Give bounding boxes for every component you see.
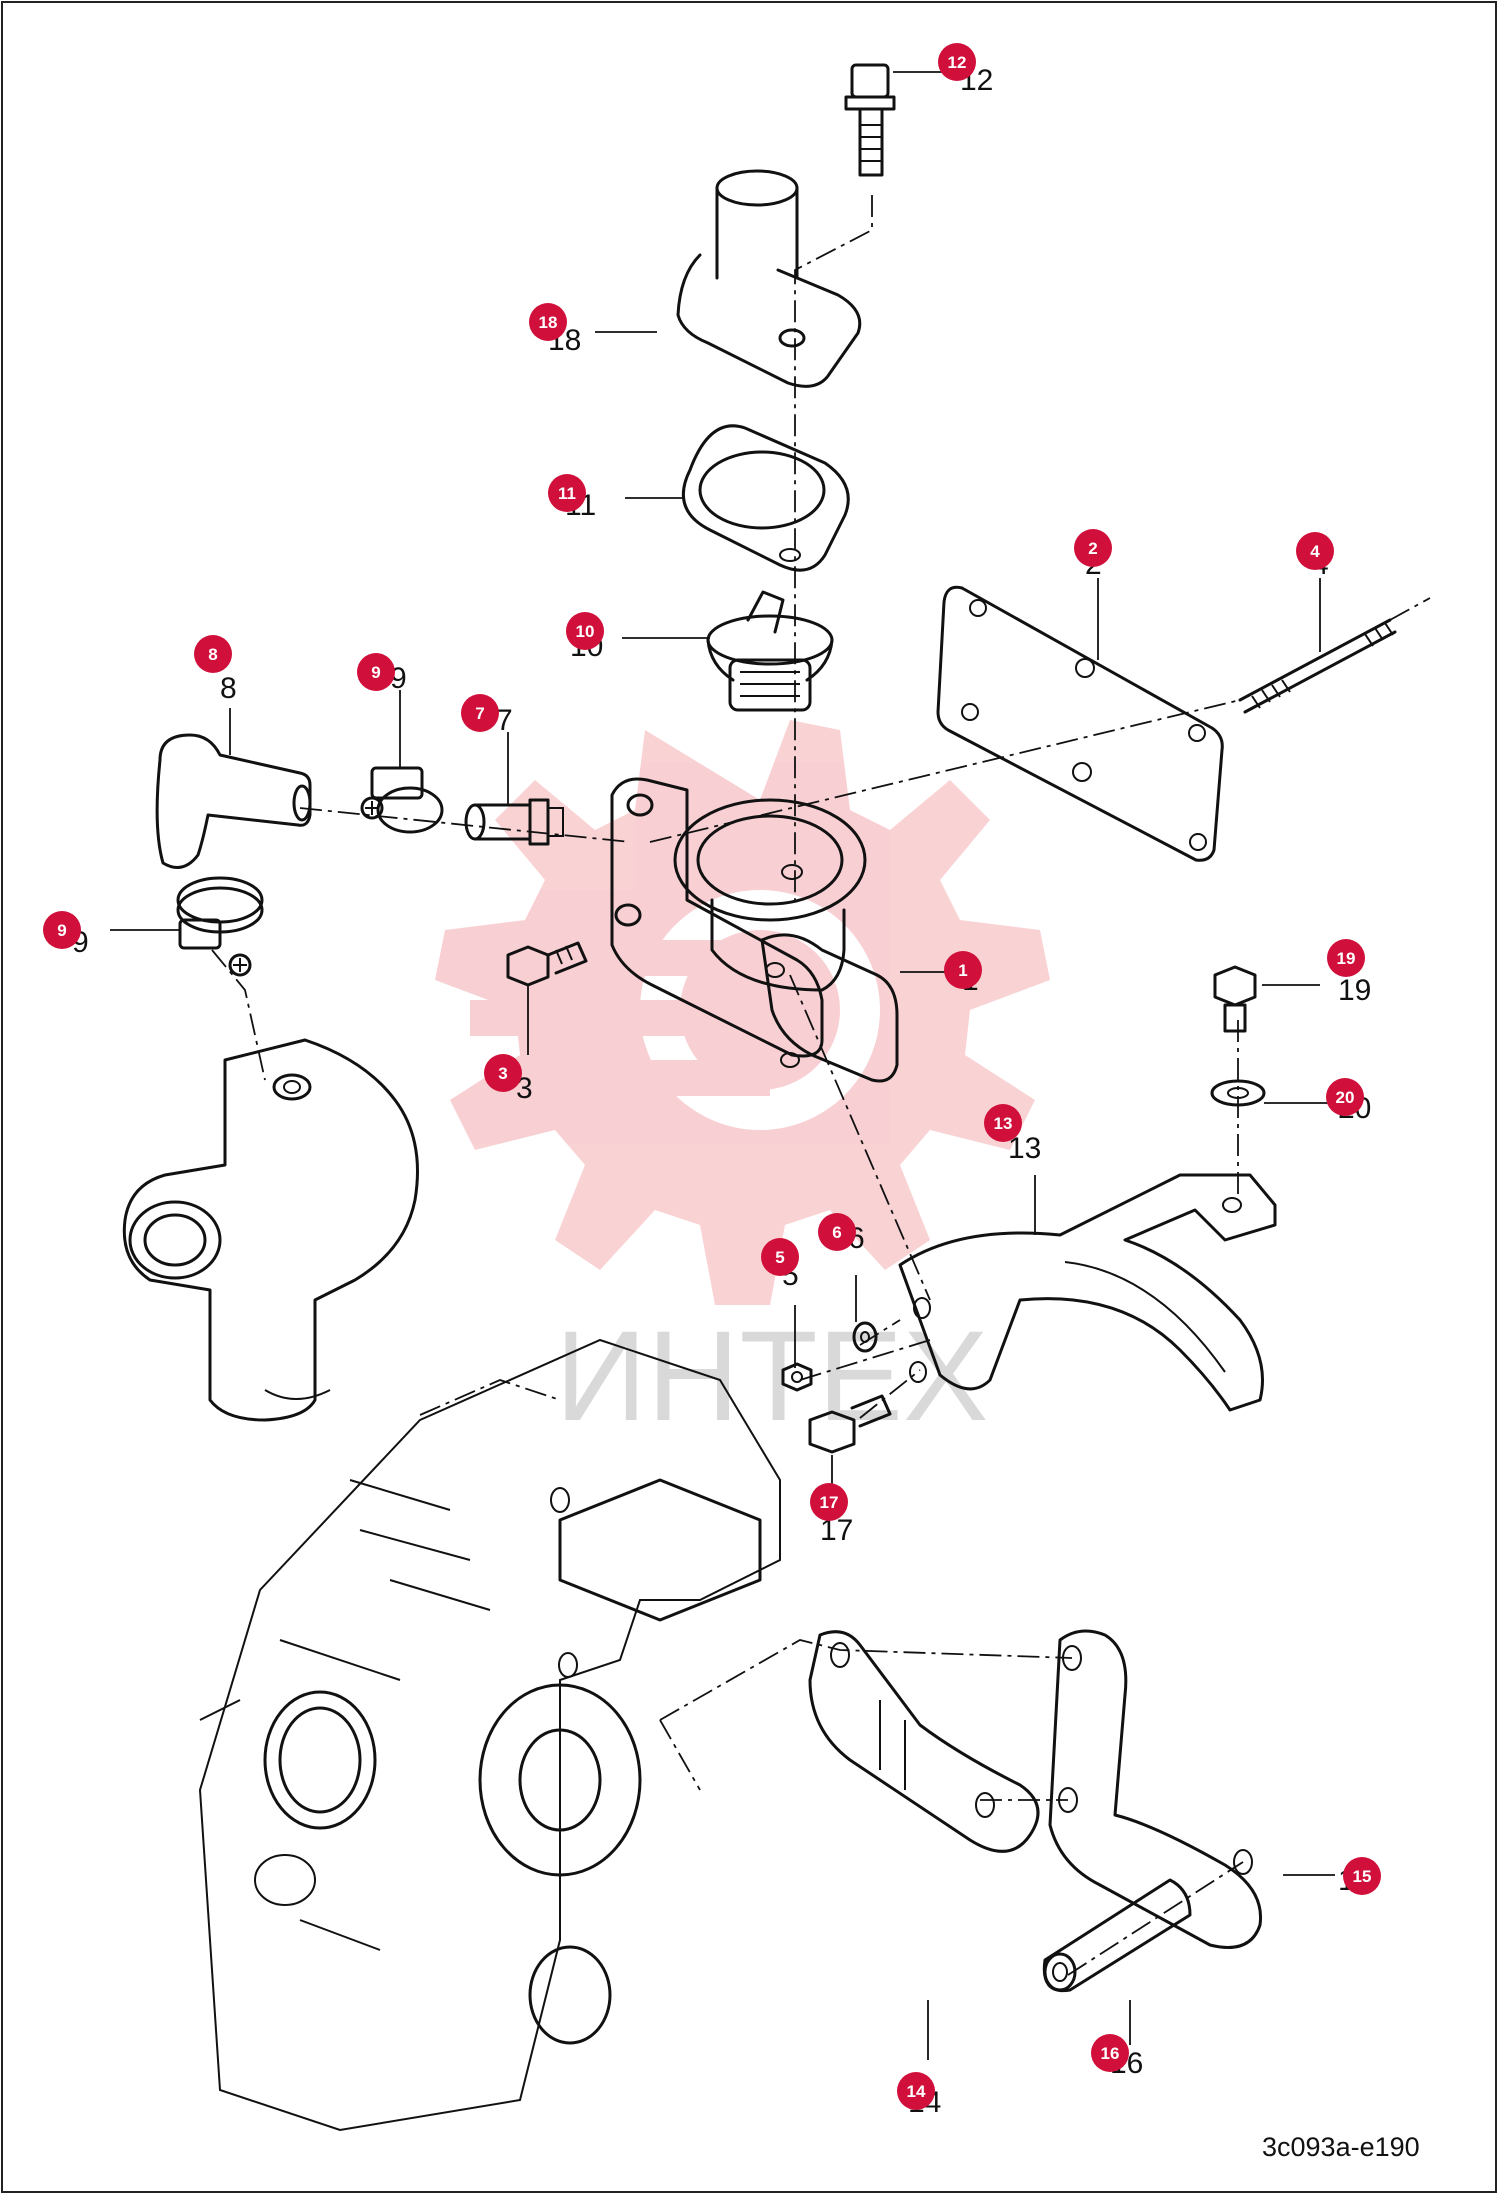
callout-badge-label: 7: [475, 704, 484, 723]
callout-badge-17[interactable]: 17: [810, 1483, 848, 1521]
callout-badge-9b[interactable]: 9: [43, 911, 81, 949]
callout-badge-label: 5: [775, 1248, 784, 1267]
part-15-bracket: [1048, 1629, 1263, 1949]
callout-badge-7[interactable]: 7: [461, 694, 499, 732]
water-pump: [122, 1038, 419, 1422]
callout-badge-circle[interactable]: [1296, 532, 1334, 570]
part-1-thermostat-housing: [610, 777, 899, 1083]
callout-badge-16[interactable]: 16: [1091, 2034, 1129, 2072]
callout-badge-circle[interactable]: [944, 951, 982, 989]
callout-badge-label: 1: [958, 961, 967, 980]
callout-badge-label: 15: [1353, 1867, 1372, 1886]
callout-badge-circle[interactable]: [810, 1483, 848, 1521]
callout-badge-12[interactable]: 12: [938, 43, 976, 81]
part-16-spacer: [1042, 1878, 1192, 1993]
callout-badge-label: 2: [1088, 539, 1097, 558]
callout-badge-circle[interactable]: [1091, 2034, 1129, 2072]
callout-badge-label: 12: [948, 53, 967, 72]
watermark-gear-icon: [435, 720, 1050, 1305]
callout-badge-2[interactable]: 2: [1074, 529, 1112, 567]
callout-badge-circle[interactable]: [566, 612, 604, 650]
callout-badge-label: 20: [1336, 1088, 1355, 1107]
part-7-nipple-fitting: [464, 798, 564, 846]
callout-badge-label: 9: [57, 921, 66, 940]
callout-badge-1[interactable]: 1: [944, 951, 982, 989]
callout-badge-3[interactable]: 3: [484, 1054, 522, 1092]
label-8: 8: [220, 672, 237, 705]
part-4-stud: [1238, 618, 1397, 714]
watermark-text: ИНТЕХ: [555, 1305, 988, 1448]
leader-lines: [110, 71, 1335, 2060]
callout-badge-18[interactable]: 18: [529, 303, 567, 341]
callout-badge-circle[interactable]: [897, 2072, 935, 2110]
callout-badge-circle[interactable]: [461, 694, 499, 732]
callout-badge-9a[interactable]: 9: [357, 653, 395, 691]
part-11-gasket: [681, 424, 850, 572]
callout-badge-circle[interactable]: [1343, 1857, 1381, 1895]
part-19-plug: [1213, 965, 1257, 1033]
label-19: 19: [1338, 974, 1371, 1007]
part-5-nut: [781, 1362, 813, 1392]
part-8-hose: [155, 733, 312, 869]
callout-badge-circle[interactable]: [484, 1054, 522, 1092]
diagram-code: 3c093a-e190: [1262, 2132, 1420, 2162]
callout-badge-label: 19: [1337, 949, 1356, 968]
callout-badge-circle[interactable]: [194, 635, 232, 673]
callout-badge-circle[interactable]: [761, 1238, 799, 1276]
alignment-lines: [211, 195, 1431, 1976]
callout-badge-circle[interactable]: [984, 1104, 1022, 1142]
callout-badge-label: 4: [1310, 542, 1320, 561]
callout-badge-5[interactable]: 5: [761, 1238, 799, 1276]
callout-badge-10[interactable]: 10: [566, 612, 604, 650]
part-3-bolt: [506, 941, 588, 987]
callout-badge-circle[interactable]: [818, 1213, 856, 1251]
part-18-thermostat-cover: [676, 169, 862, 388]
callout-badge-14[interactable]: 14: [897, 2072, 935, 2110]
part-10-thermostat: [706, 590, 834, 712]
callout-badge-label: 16: [1101, 2044, 1120, 2063]
callout-badge-13[interactable]: 13: [984, 1104, 1022, 1142]
callout-badge-label: 8: [208, 645, 217, 664]
callout-badge-circle[interactable]: [938, 43, 976, 81]
callout-badge-circle[interactable]: [43, 911, 81, 949]
callout-badge-circle[interactable]: [548, 474, 586, 512]
part-12-bolt: [844, 63, 896, 177]
callout-badge-label: 3: [498, 1064, 507, 1083]
callout-badge-label: 17: [820, 1493, 839, 1512]
callout-badge-6[interactable]: 6: [818, 1213, 856, 1251]
watermark-logo: [435, 720, 1050, 1305]
callout-badge-circle[interactable]: [529, 303, 567, 341]
callout-badge-label: 18: [539, 313, 558, 332]
part-2-gasket: [936, 585, 1224, 862]
callout-badge-label: 10: [576, 622, 595, 641]
callout-badge-20[interactable]: 20: [1326, 1078, 1364, 1116]
callout-badge-label: 13: [994, 1114, 1013, 1133]
callout-badge-label: 6: [832, 1223, 841, 1242]
part-9-clamp-upper: [360, 766, 444, 834]
part-17-bolt: [808, 1394, 892, 1454]
callout-badge-label: 14: [907, 2082, 926, 2101]
engine-block: [198, 1338, 781, 2132]
part-13-bracket: [898, 1173, 1277, 1412]
callout-badge-4[interactable]: 4: [1296, 532, 1334, 570]
callout-badge-circle[interactable]: [1327, 939, 1365, 977]
callout-badge-8[interactable]: 8: [194, 635, 232, 673]
callout-badge-19[interactable]: 19: [1327, 939, 1365, 977]
callout-badge-11[interactable]: 11: [548, 474, 586, 512]
callout-badge-circle[interactable]: [1074, 529, 1112, 567]
callout-badge-label: 11: [558, 484, 576, 503]
callout-badge-circle[interactable]: [357, 653, 395, 691]
part-14-bracket: [808, 1630, 1040, 1853]
callout-badge-circle[interactable]: [1326, 1078, 1364, 1116]
label-7: 7: [496, 704, 513, 737]
callout-badge-15[interactable]: 15: [1343, 1857, 1381, 1895]
callout-badge-label: 9: [371, 663, 380, 682]
part-9-clamp-lower: [176, 876, 264, 977]
